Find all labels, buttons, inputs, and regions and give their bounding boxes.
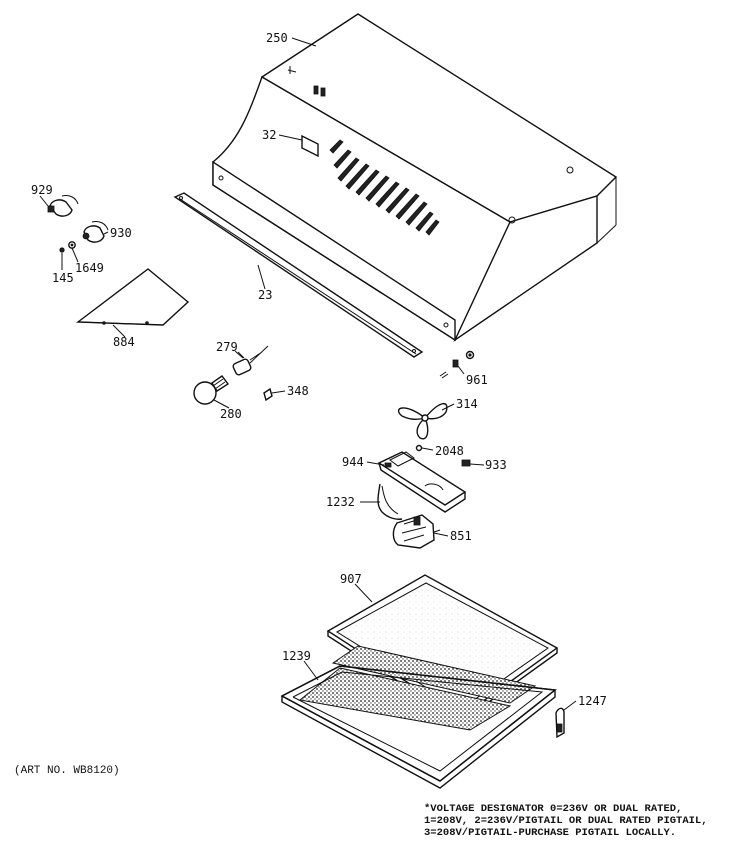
bracket-944: [377, 451, 467, 513]
trim-strip: [173, 192, 424, 358]
label-280: 280: [220, 407, 242, 421]
socket-279: [232, 345, 269, 376]
footnote-line-2: 1=208V, 2=236V/PIGTAIL OR DUAL RATED PIG…: [424, 815, 708, 827]
clip-348: [263, 387, 273, 402]
label-961: 961: [466, 373, 488, 387]
label-1649: 1649: [75, 261, 104, 275]
fan-blade-314: [397, 403, 448, 440]
label-279: 279: [216, 340, 238, 354]
clip-1247: [555, 707, 565, 739]
part-145: [59, 247, 65, 253]
label-250: 250: [266, 31, 288, 45]
wire-1232: [377, 483, 403, 520]
motor-851: [392, 514, 441, 549]
label-2048: 2048: [435, 444, 464, 458]
label-23: 23: [258, 288, 272, 302]
bulb-280: [193, 375, 230, 405]
label-907: 907: [340, 572, 362, 586]
label-929: 929: [31, 183, 53, 197]
clip-933: [461, 459, 471, 467]
label-1232: 1232: [326, 495, 355, 509]
vent-slots: [329, 139, 440, 236]
footnote-line-3: 3=208V/PIGTAIL-PURCHASE PIGTAIL LOCALLY.: [424, 827, 676, 839]
label-944: 944: [342, 455, 364, 469]
label-884: 884: [113, 335, 135, 349]
switch-930: [82, 221, 109, 243]
label-851: 851: [450, 529, 472, 543]
art-number: (ART NO. WB8120): [14, 765, 120, 777]
label-32: 32: [262, 128, 276, 142]
switch-929: [47, 195, 79, 217]
footnote-line-1: *VOLTAGE DESIGNATOR 0=236V OR DUAL RATED…: [424, 803, 682, 815]
label-1247: 1247: [578, 694, 607, 708]
hardware-961: [439, 350, 475, 379]
label-1239: 1239: [282, 649, 311, 663]
plate-32: [301, 134, 319, 158]
nut-2048: [415, 444, 423, 452]
light-cover-884: [76, 268, 190, 326]
hood-body: [212, 13, 618, 343]
label-314: 314: [456, 397, 478, 411]
leader-lines: [39, 37, 577, 711]
label-145: 145: [52, 271, 74, 285]
label-930: 930: [110, 226, 132, 240]
label-348: 348: [287, 384, 309, 398]
label-933: 933: [485, 458, 507, 472]
frame-1239: [280, 665, 557, 789]
